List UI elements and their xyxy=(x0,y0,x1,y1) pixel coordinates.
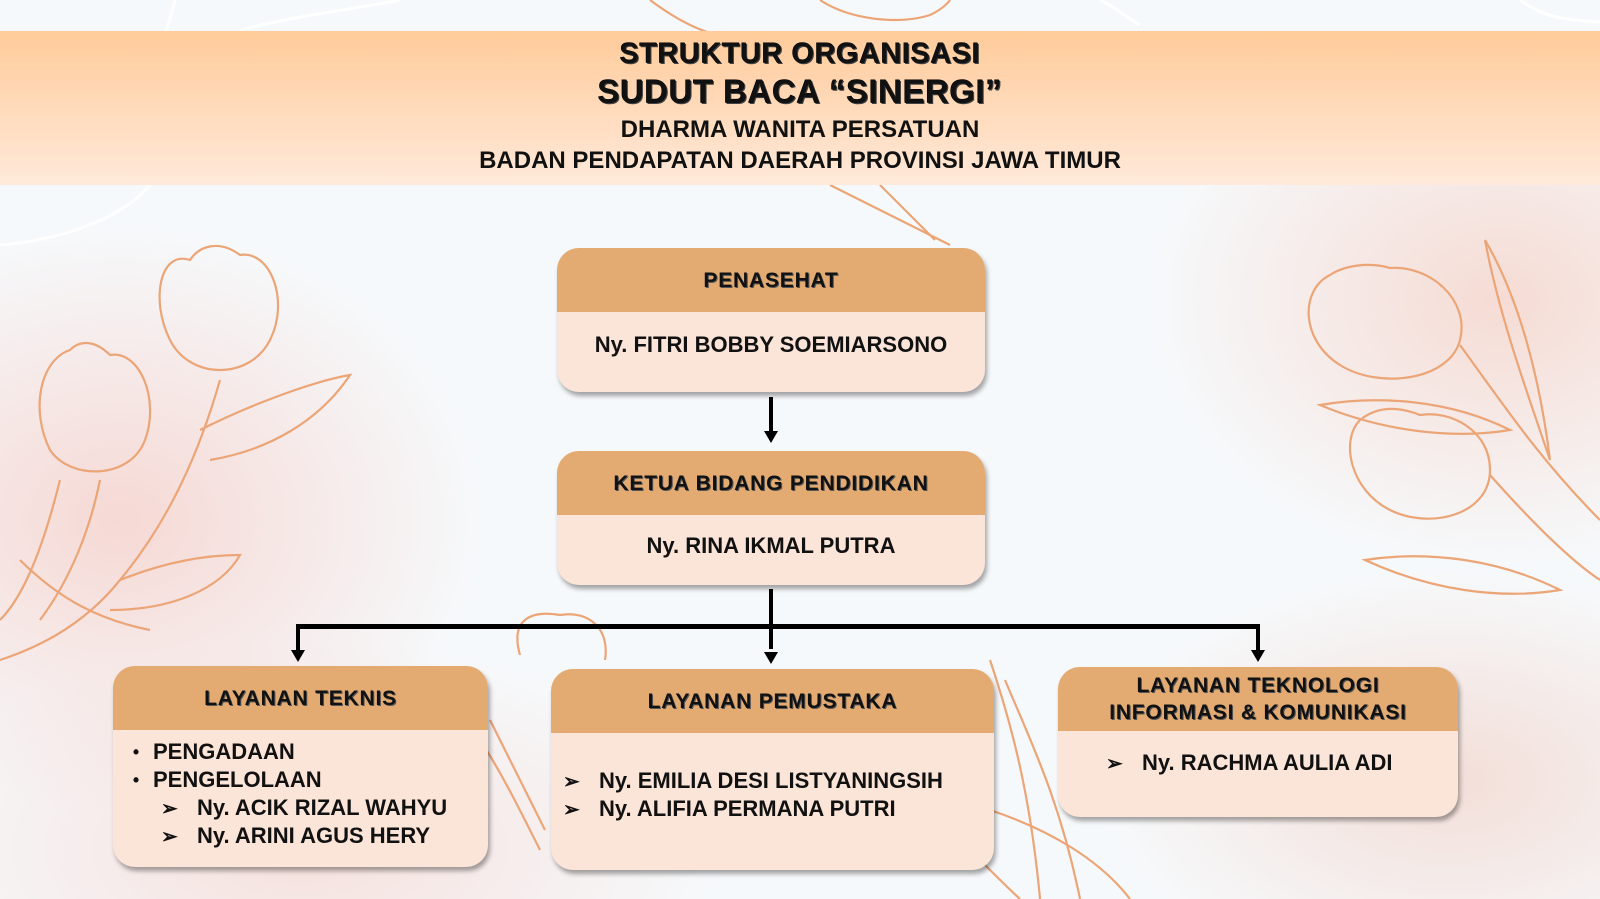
node-role: LAYANAN TEKNOLOGI INFORMASI & KOMUNIKASI xyxy=(1058,667,1458,731)
tulip-left xyxy=(0,244,353,662)
member-item: ➢ Ny. ACIK RIZAL WAHYU xyxy=(125,794,488,822)
node-layanan-pemustaka: LAYANAN PEMUSTAKA ➢ Ny. EMILIA DESI LIST… xyxy=(551,669,994,870)
member-name: Ny. RACHMA AULIA ADI xyxy=(1142,750,1393,775)
connector-horizontal xyxy=(296,624,1260,629)
node-member-name: Ny. FITRI BOBBY SOEMIARSONO xyxy=(594,332,948,357)
connector-left-drop xyxy=(296,624,300,650)
member-list: ➢ Ny. EMILIA DESI LISTYANINGSIH ➢ Ny. AL… xyxy=(551,733,994,823)
page-title: STRUKTUR ORGANISASI xyxy=(619,38,981,70)
arrow-bullet-icon: ➢ xyxy=(161,825,178,848)
member-name: Ny. EMILIA DESI LISTYANINGSIH xyxy=(599,768,943,793)
arrow-bullet-icon: ➢ xyxy=(563,798,580,821)
arrow-down-icon xyxy=(291,650,305,662)
node-role: KETUA BIDANG PENDIDIKAN xyxy=(557,451,985,515)
agency-name: BADAN PENDAPATAN DAERAH PROVINSI JAWA TI… xyxy=(479,147,1121,174)
member-item: ➢ Ny. RACHMA AULIA ADI xyxy=(1106,749,1458,777)
member-name: Ny. ALIFIA PERMANA PUTRI xyxy=(599,796,896,821)
arrow-bullet-icon: ➢ xyxy=(563,770,580,793)
node-role-line1: LAYANAN TEKNOLOGI xyxy=(1136,674,1380,697)
member-name: Ny. ARINI AGUS HERY xyxy=(197,823,431,848)
page-subtitle-program: SUDUT BACA “SINERGI” xyxy=(597,73,1003,110)
task-label: PENGELOLAAN xyxy=(153,767,322,792)
tulip-right xyxy=(1307,239,1600,595)
node-role: LAYANAN PEMUSTAKA xyxy=(551,669,994,733)
connector-vertical xyxy=(769,397,773,433)
node-role-line2: INFORMASI & KOMUNIKASI xyxy=(1109,701,1407,724)
node-layanan-tik: LAYANAN TEKNOLOGI INFORMASI & KOMUNIKASI… xyxy=(1058,667,1458,817)
node-role: LAYANAN TEKNIS xyxy=(113,666,488,730)
connector-trunk xyxy=(769,589,773,649)
node-layanan-teknis: LAYANAN TEKNIS • PENGADAAN • PENGELOLAAN… xyxy=(113,666,488,867)
member-name: Ny. ACIK RIZAL WAHYU xyxy=(197,795,448,820)
node-role: PENASEHAT xyxy=(557,248,985,312)
connector-right-drop xyxy=(1256,624,1260,650)
bullet-dot-icon: • xyxy=(132,741,140,762)
task-list: • PENGADAAN • PENGELOLAAN ➢ Ny. ACIK RIZ… xyxy=(113,730,488,850)
member-item: ➢ Ny. EMILIA DESI LISTYANINGSIH xyxy=(563,767,994,795)
node-penasehat: PENASEHAT Ny. FITRI BOBBY SOEMIARSONO xyxy=(557,248,985,392)
arrow-bullet-icon: ➢ xyxy=(1106,752,1123,775)
node-ketua-bidang-pendidikan: KETUA BIDANG PENDIDIKAN Ny. RINA IKMAL P… xyxy=(557,451,985,585)
member-item: ➢ Ny. ARINI AGUS HERY xyxy=(125,822,488,850)
task-item: • PENGADAAN xyxy=(125,738,488,766)
member-item: ➢ Ny. ALIFIA PERMANA PUTRI xyxy=(563,795,994,823)
task-label: PENGADAAN xyxy=(153,739,295,764)
task-item: • PENGELOLAAN xyxy=(125,766,488,794)
member-list: ➢ Ny. RACHMA AULIA ADI xyxy=(1058,731,1458,777)
node-member-name: Ny. RINA IKMAL PUTRA xyxy=(646,533,896,558)
header-band: STRUKTUR ORGANISASI SUDUT BACA “SINERGI”… xyxy=(0,31,1600,185)
bullet-dot-icon: • xyxy=(132,769,140,790)
arrow-down-icon xyxy=(1251,650,1265,662)
arrow-bullet-icon: ➢ xyxy=(161,797,178,820)
arrow-down-icon xyxy=(764,652,778,664)
organization-name: DHARMA WANITA PERSATUAN xyxy=(620,116,980,143)
arrow-down-icon xyxy=(764,431,778,443)
